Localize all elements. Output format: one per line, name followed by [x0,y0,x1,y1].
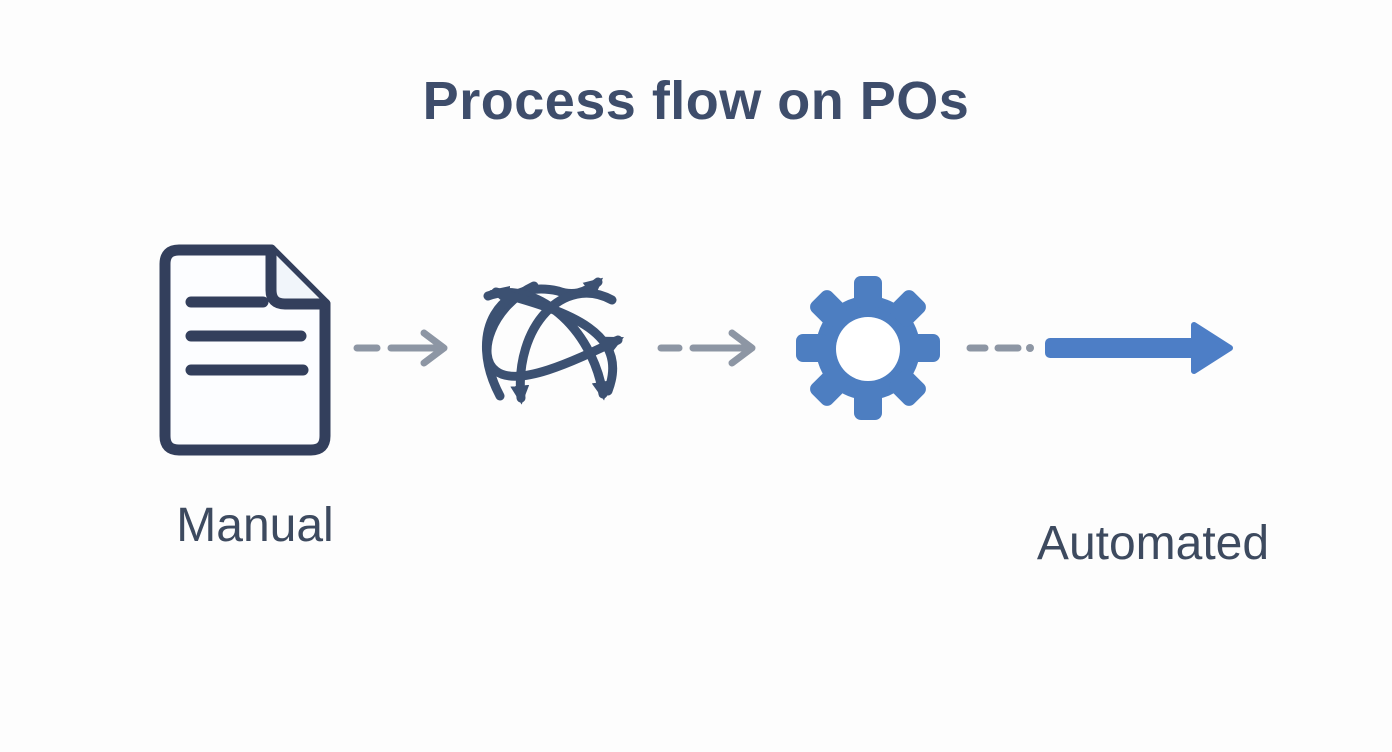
dashed-arrow-icon-1 [353,329,448,367]
label-manual: Manual [176,499,334,552]
document-fold-shade [271,250,325,304]
tangled-arrows-icon [481,277,624,405]
diagram-title: Process flow on POs [422,71,970,131]
label-automated: Automated [1036,517,1270,570]
solid-arrow-right-icon [1045,322,1233,374]
document-icon [159,244,331,456]
dashed-line-icon [966,344,1034,352]
document-fold-corner [265,244,331,310]
gear-icon [796,276,940,420]
dashed-arrow-icon-2 [657,329,756,367]
gear-center-hole [836,317,900,381]
